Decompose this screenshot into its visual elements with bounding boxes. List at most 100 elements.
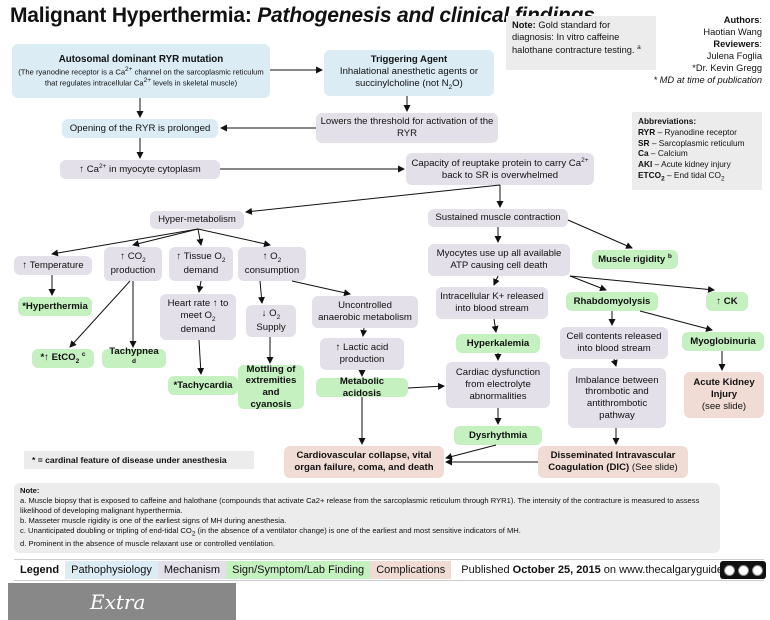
- mottling-text: Mottling of extremities and cyanosis: [245, 363, 297, 410]
- tachypnea-box: Tachypnea d: [102, 346, 166, 368]
- tachycardia-text: *Tachycardia: [173, 379, 233, 391]
- dic-text: Disseminated Intravascular Coagulation (…: [542, 450, 684, 473]
- abbreviation-row: ETCO2 – End tidal CO2: [638, 169, 725, 183]
- lactic-acid-box: ↑ Lactic acid production: [320, 338, 404, 370]
- tachycardia-box: *Tachycardia: [168, 376, 238, 395]
- footnote-c: c. Unanticipated doubling or tripling of…: [20, 526, 521, 538]
- myoglobinuria-box: Myoglobinuria: [682, 332, 764, 351]
- reuptake-capacity-text: Capacity of reuptake protein to carry Ca…: [410, 157, 590, 182]
- co2-production-text: ↑ CO2 production: [110, 251, 156, 277]
- rhabdomyolysis-box: Rhabdomyolysis: [566, 292, 658, 311]
- mottling-box: Mottling of extremities and cyanosis: [238, 363, 304, 410]
- abbreviations-label: Abbreviations:: [638, 116, 697, 126]
- footnotes-box: Note: a. Muscle biopsy that is exposed t…: [14, 483, 720, 553]
- k-release-text: Intracellular K+ released into blood str…: [440, 291, 544, 314]
- diagnosis-note: Note: Gold standard for diagnosis: In vi…: [506, 16, 656, 70]
- extra-tab[interactable]: Extra: [8, 583, 236, 620]
- creative-commons-badge-icon[interactable]: [720, 561, 766, 579]
- heart-rate-text-part: Heart rate ↑ to meet O: [167, 298, 229, 322]
- metabolic-acidosis-box: Metabolic acidosis: [316, 375, 408, 399]
- abbr-def: Acute kidney injury: [661, 159, 731, 170]
- abbr-term-sub: 2: [661, 175, 665, 183]
- abbr-term: AKI: [638, 159, 653, 170]
- myocytes-atp-box: Myocytes use up all available ATP causin…: [428, 244, 570, 276]
- trigger-sub: 2: [448, 83, 453, 91]
- cardiac-dysfunction-box: Cardiac dysfunction from electrolyte abn…: [446, 362, 550, 408]
- footnote-c-part: (in the absence of a ventilator change) …: [195, 526, 521, 536]
- muscle-rigidity-text: Muscle rigidity b: [598, 253, 672, 266]
- arrow: [407, 382, 445, 390]
- arrow: [445, 444, 497, 460]
- cardiovascular-collapse-box: Cardiovascular collapse, vital organ fai…: [284, 446, 444, 478]
- arrow: [610, 358, 618, 367]
- cardinal-feature-text: * = cardinal feature of disease under an…: [32, 455, 227, 465]
- ck-text: ↑ CK: [716, 295, 738, 307]
- o2-consumption-text: ↑ O2 consumption: [244, 251, 300, 277]
- cardiovascular-collapse-text: Cardiovascular collapse, vital organ fai…: [294, 450, 434, 473]
- ca-cytoplasm-text: ↑ Ca2+ in myocyte cytoplasm: [79, 163, 201, 176]
- hyperthermia-box: *Hyperthermia: [18, 297, 92, 316]
- abbreviation-row: RYR – Ryanodine receptor: [638, 126, 737, 137]
- by-icon: [737, 564, 749, 576]
- capacity-text-part: back to SR is overwhelmed: [441, 169, 559, 181]
- o2-supply-text-part: ↓ O: [261, 308, 277, 320]
- author-name: Haotian Wang: [703, 27, 762, 38]
- arrow: [245, 184, 501, 215]
- co2-text-part: ↑ CO: [120, 251, 143, 263]
- aki-box: Acute Kidney Injury (see slide): [684, 372, 764, 418]
- ca-text-part: in myocyte cytoplasm: [106, 164, 201, 176]
- nc-icon: [751, 564, 763, 576]
- co2-production-box: ↑ CO2 production: [104, 247, 162, 281]
- abbr-def: End tidal CO: [673, 169, 721, 180]
- ryr-mutation-title: Autosomal dominant RYR mutation: [58, 54, 224, 66]
- abbreviation-row: Ca – Calcium: [638, 148, 688, 159]
- ryr-mutation-box: Autosomal dominant RYR mutation (The rya…: [12, 44, 270, 98]
- trigger-text-part: O): [452, 77, 463, 89]
- arrow: [257, 280, 265, 304]
- hyperthermia-text: *Hyperthermia: [22, 300, 88, 312]
- arrow: [360, 327, 368, 337]
- heart-rate-box: Heart rate ↑ to meet O2 demand: [160, 294, 236, 340]
- sustained-contraction-text: Sustained muscle contraction: [435, 212, 561, 224]
- legend-sign-symptom: Sign/Symptom/Lab Finding: [226, 561, 371, 579]
- abbreviations-box: Abbreviations: RYR – Ryanodine receptor …: [632, 112, 762, 190]
- anaerobic-metabolism-box: Uncontrolled anaerobic metabolism: [312, 296, 418, 328]
- aki-title: Acute Kidney Injury: [693, 377, 755, 401]
- ryr-opening-box: Opening of the RYR is prolonged: [62, 119, 218, 138]
- published-date: October 25, 2015: [512, 564, 601, 576]
- ck-box: ↑ CK: [706, 292, 748, 311]
- reviewer-name: *Dr. Kevin Gregg: [692, 63, 762, 74]
- sup-2plus: 2+: [143, 76, 152, 84]
- arrow: [493, 275, 500, 286]
- metabolic-acidosis-text: Metabolic acidosis: [339, 375, 385, 399]
- tachypnea-label: Tachypnea: [109, 346, 159, 358]
- hyperkalemia-box: Hyperkalemia: [456, 334, 540, 353]
- published-line: Published October 25, 2015 on www.thecal…: [461, 564, 747, 576]
- abbr-term: ETCO: [638, 169, 662, 180]
- lowers-threshold-text: Lowers the threshold for activation of t…: [320, 116, 494, 139]
- myocytes-atp-text: Myocytes use up all available ATP causin…: [436, 248, 562, 271]
- footnote-c-part: c. Unanticipated doubling or tripling of…: [20, 526, 192, 536]
- arrow: [197, 228, 271, 248]
- md-note: * MD at time of publication: [653, 75, 762, 86]
- o2-supply-text-part: Supply: [256, 322, 286, 334]
- abbr-term: RYR: [638, 126, 656, 137]
- imbalance-box: Imbalance between thrombotic and antithr…: [568, 368, 666, 428]
- authors-label: Authors: [723, 15, 760, 25]
- arrow: [491, 318, 499, 333]
- legend-mechanism: Mechanism: [157, 561, 227, 579]
- note-mark-c: c: [81, 351, 86, 358]
- etco2-box: *↑ EtCO2 c: [32, 349, 94, 368]
- triggering-agent-box: Triggering Agent Inhalational anesthetic…: [324, 50, 494, 96]
- heart-rate-text: Heart rate ↑ to meet O2 demand: [167, 298, 229, 335]
- arrow: [197, 339, 205, 375]
- hypermetabolism-box: Hyper-metabolism: [150, 211, 244, 229]
- cell-contents-box: Cell contents released into blood stream: [560, 327, 668, 359]
- etco2-text: *↑ EtCO2 c: [40, 351, 86, 366]
- diagnosis-note-mark: a: [637, 43, 641, 51]
- cardinal-feature-note: * = cardinal feature of disease under an…: [24, 451, 254, 469]
- abbr-term: Ca: [638, 148, 649, 159]
- anaerobic-metabolism-text: Uncontrolled anaerobic metabolism: [318, 300, 412, 323]
- o2-consumption-box: ↑ O2 consumption: [238, 247, 306, 281]
- triggering-agent-text: Inhalational anesthetic agents or succin…: [328, 66, 490, 92]
